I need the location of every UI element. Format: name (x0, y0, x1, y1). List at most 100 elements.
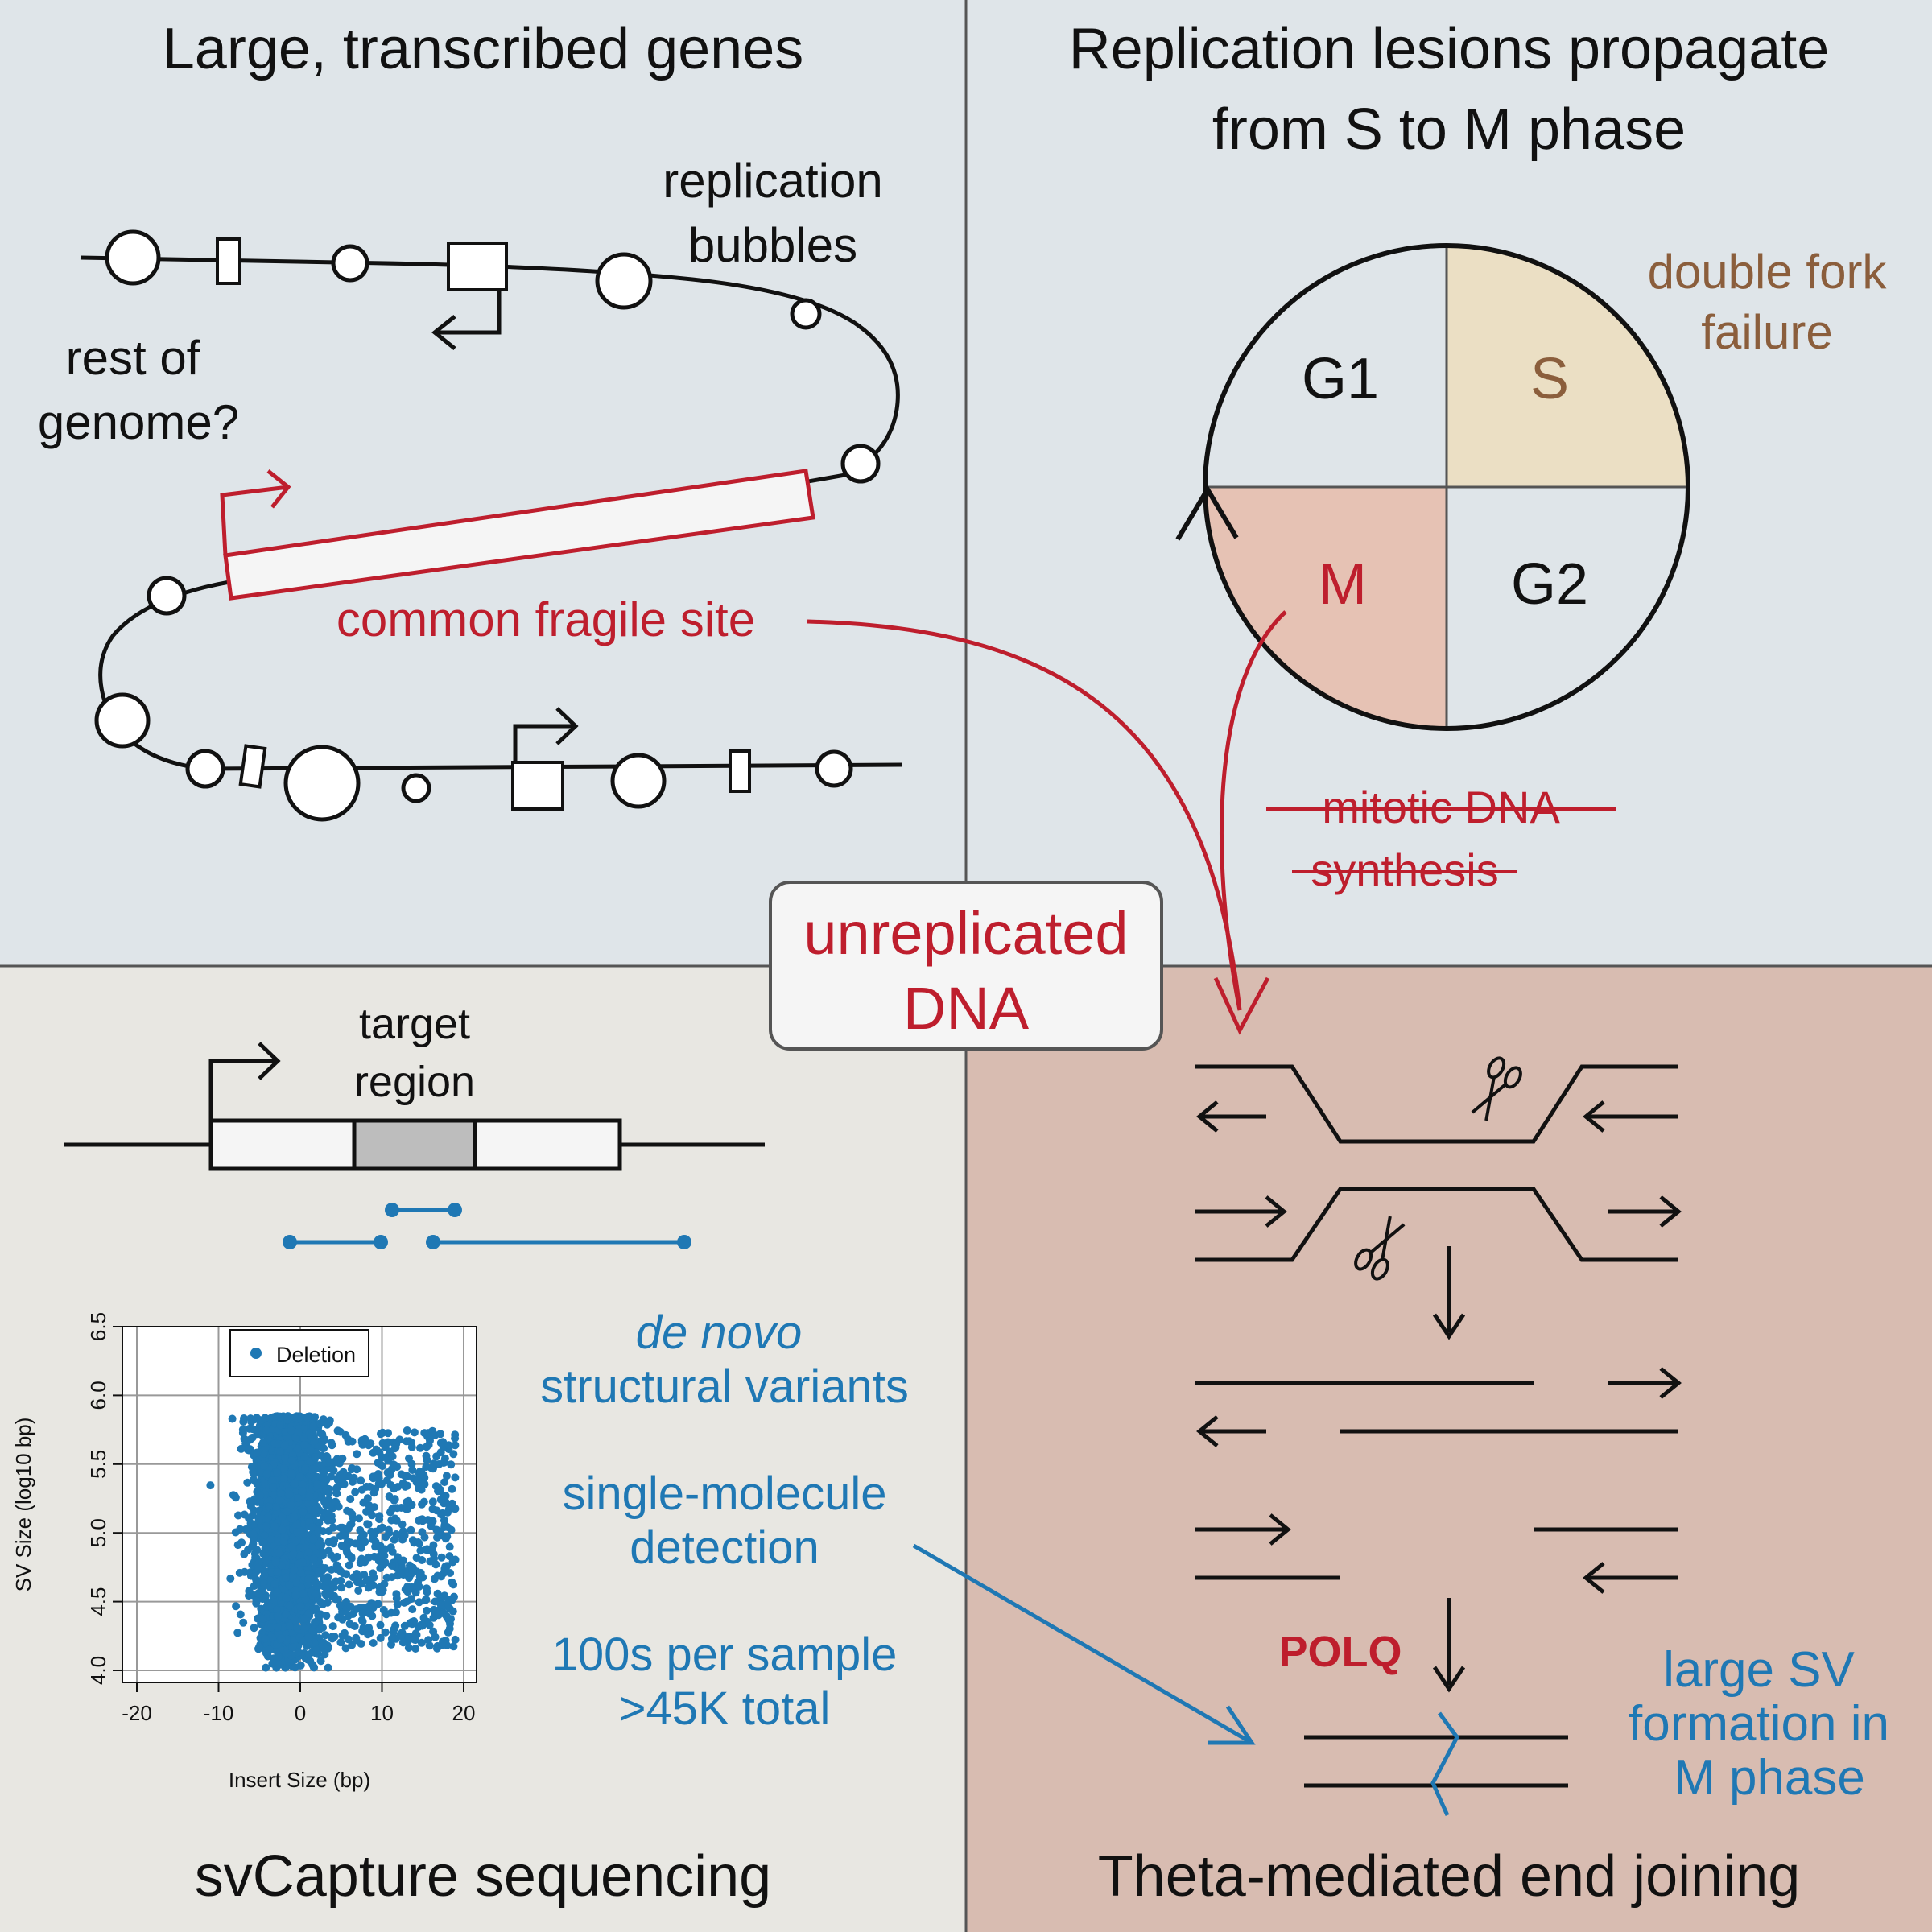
data-point (257, 1468, 266, 1477)
data-point (247, 1542, 256, 1551)
data-point (365, 1609, 374, 1618)
tmej-strands (1195, 1064, 1682, 1788)
replication-bubble (105, 229, 161, 286)
data-point (351, 1488, 360, 1496)
data-point (321, 1631, 330, 1640)
data-point (270, 1413, 279, 1422)
data-point (411, 1645, 420, 1653)
data-point (296, 1551, 305, 1560)
data-point (407, 1443, 416, 1451)
data-point (260, 1571, 269, 1579)
phase-g2-label: G2 (1511, 552, 1588, 617)
data-point (325, 1588, 334, 1597)
phase-m-label: M (1319, 552, 1367, 617)
rest-of-genome-label: rest of (66, 331, 200, 385)
data-point (344, 1525, 353, 1533)
data-point (387, 1573, 396, 1582)
panel-top-left (0, 0, 966, 966)
x-tick-label: -20 (122, 1701, 152, 1725)
data-point (287, 1456, 296, 1465)
data-point (299, 1589, 308, 1598)
data-point (248, 1511, 257, 1520)
data-point (408, 1466, 417, 1474)
data-point (327, 1439, 336, 1447)
replication-bubble (147, 576, 187, 616)
data-point (423, 1606, 431, 1615)
data-point (274, 1538, 283, 1546)
target-region-label: target (359, 1000, 470, 1048)
data-point (330, 1554, 339, 1563)
data-point (285, 1601, 294, 1610)
cell-cycle-diagram (1175, 243, 1690, 731)
data-point (255, 1497, 264, 1506)
data-point (262, 1556, 270, 1565)
panel-tr-title-line1: Replication lesions propagate (1069, 17, 1830, 81)
data-point (451, 1434, 460, 1443)
data-point (265, 1502, 274, 1511)
y-tick-label: 5.0 (86, 1518, 110, 1547)
data-point (391, 1608, 400, 1616)
data-point (336, 1638, 345, 1647)
data-point (320, 1497, 328, 1506)
data-point (318, 1437, 327, 1446)
data-point (394, 1483, 402, 1491)
data-point (252, 1596, 261, 1605)
data-point (416, 1443, 424, 1452)
data-point (400, 1621, 409, 1630)
data-point (353, 1450, 361, 1459)
data-point (450, 1592, 458, 1601)
data-point (402, 1426, 411, 1435)
data-point (277, 1634, 286, 1643)
data-point (433, 1589, 442, 1598)
data-point (282, 1610, 291, 1619)
data-point (307, 1432, 316, 1441)
data-point (396, 1632, 405, 1641)
data-point (309, 1534, 318, 1543)
data-point (260, 1461, 269, 1470)
replication-bubble (595, 252, 653, 310)
data-point (291, 1591, 300, 1600)
large-sv-label: large SV (1663, 1642, 1855, 1698)
data-point (353, 1539, 362, 1548)
data-point (310, 1663, 319, 1672)
de-novo-label: de novo (636, 1307, 802, 1359)
data-point (339, 1473, 348, 1482)
data-point (266, 1602, 275, 1611)
data-point (423, 1455, 431, 1464)
data-point (388, 1452, 397, 1461)
data-point (402, 1437, 411, 1446)
y-tick-label: 4.5 (86, 1587, 110, 1616)
data-point (276, 1489, 285, 1498)
data-point (287, 1469, 296, 1478)
data-point (295, 1472, 304, 1481)
data-point (395, 1435, 404, 1444)
data-point (358, 1609, 367, 1618)
data-point (304, 1633, 313, 1641)
data-point (415, 1583, 423, 1591)
data-point (431, 1482, 440, 1491)
replication-bubble (840, 444, 881, 484)
data-point (293, 1624, 301, 1633)
data-point (291, 1663, 299, 1672)
phase-s-label: S (1530, 347, 1569, 411)
data-point (316, 1657, 325, 1666)
target-region-label: region (354, 1058, 475, 1106)
data-point (447, 1525, 456, 1534)
data-point (254, 1645, 262, 1653)
transcription-arrow-icon (431, 291, 502, 350)
data-point (311, 1505, 320, 1514)
data-point (442, 1612, 451, 1620)
data-point (451, 1473, 460, 1482)
data-point (278, 1513, 287, 1521)
data-point (417, 1468, 426, 1476)
data-point (375, 1515, 384, 1524)
data-point (420, 1429, 429, 1438)
panel-br-title: Theta-mediated end joining (1098, 1844, 1801, 1909)
data-point (282, 1593, 291, 1602)
data-point (250, 1572, 259, 1581)
data-point (235, 1568, 244, 1577)
data-point (243, 1445, 252, 1454)
data-point (285, 1581, 294, 1590)
